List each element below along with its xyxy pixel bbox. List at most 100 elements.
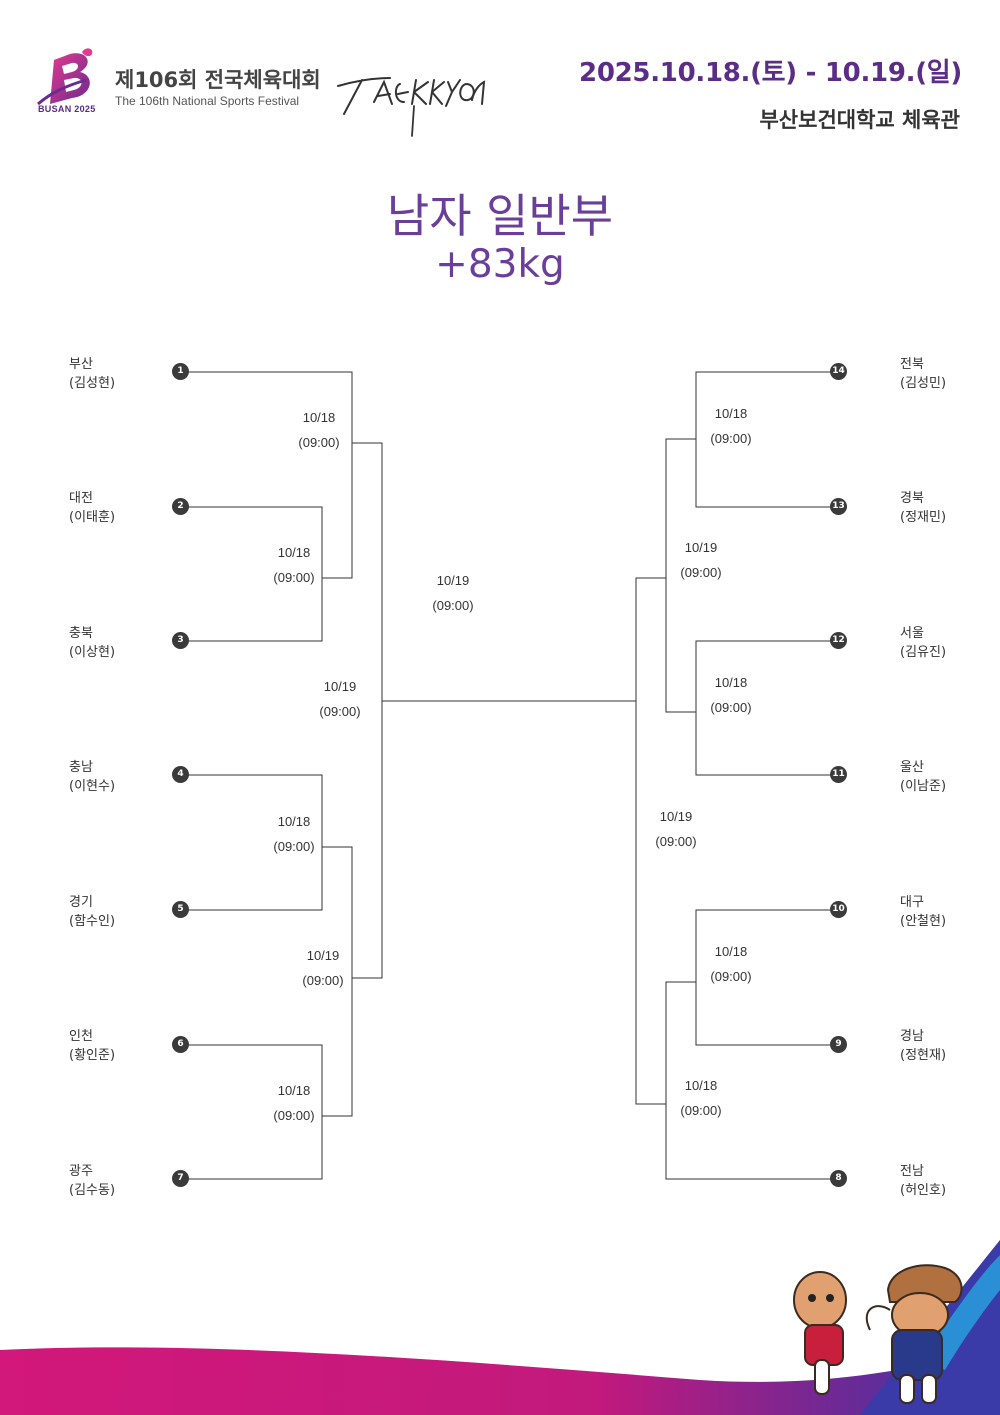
match-schedule-R5: 10/18 (09:00) [696, 939, 766, 989]
entry-seed-4: 충남 (이현수) [69, 758, 115, 796]
event-venue: 부산보건대학교 체육관 [759, 108, 960, 132]
entry-athlete: (정현재) [900, 1048, 947, 1063]
entry-seed-2: 대전 (이태훈) [69, 489, 115, 527]
match-time: (09:00) [273, 570, 315, 585]
weight-class: +83kg [435, 242, 565, 287]
entry-region: 전남 [900, 1164, 924, 1179]
match-date: 10/18 [277, 814, 311, 829]
seed-badge: 5 [172, 901, 189, 918]
entry-athlete: (이남준) [900, 779, 947, 794]
match-date: 10/18 [714, 406, 748, 421]
match-time: (09:00) [710, 969, 752, 984]
entry-athlete: (정재민) [900, 510, 947, 525]
entry-region: 충북 [69, 626, 93, 641]
entry-athlete: (함수인) [69, 914, 116, 929]
entry-athlete: (김성현) [69, 376, 116, 391]
entry-seed-8: 전남 (허인호) [900, 1162, 946, 1200]
entry-region: 대구 [900, 895, 924, 910]
match-date: 10/18 [714, 944, 748, 959]
bracket-line [665, 438, 696, 713]
entry-athlete: (이태훈) [69, 510, 116, 525]
bracket-line [665, 981, 838, 1180]
match-schedule-R4: 10/19 (09:00) [641, 804, 711, 854]
entry-region: 인천 [69, 1029, 93, 1044]
bracket-line [181, 774, 323, 911]
entry-athlete: (김유진) [900, 645, 947, 660]
division-title: 남자 일반부 [386, 189, 614, 243]
entry-region: 전북 [900, 357, 924, 372]
footer-wave-decoration [0, 1240, 1000, 1415]
seed-badge: 10 [830, 901, 847, 918]
match-schedule-L4: 10/18 (09:00) [259, 809, 329, 859]
festival-title-en: The 106th National Sports Festival [115, 94, 300, 108]
match-date: 10/18 [714, 675, 748, 690]
seed-badge: 13 [830, 498, 847, 515]
match-schedule-R1: 10/18 (09:00) [696, 401, 766, 451]
bracket-line [695, 909, 838, 1046]
entry-region: 서울 [900, 626, 924, 641]
entry-region: 대전 [69, 491, 93, 506]
logo-text: BUSAN 2025 [38, 104, 96, 114]
bracket-line [181, 371, 353, 579]
match-time: (09:00) [298, 435, 340, 450]
entry-region: 경기 [69, 895, 93, 910]
match-date: 10/19 [436, 573, 470, 588]
match-time: (09:00) [655, 834, 697, 849]
entry-region: 경남 [900, 1029, 924, 1044]
entry-seed-11: 울산 (이남준) [900, 758, 946, 796]
entry-region: 울산 [900, 760, 924, 775]
entry-region: 충남 [69, 760, 93, 775]
bracket-line [695, 640, 838, 776]
taekkyon-signature-logo [337, 77, 486, 137]
match-schedule-L6: 10/18 (09:00) [259, 1078, 329, 1128]
entry-athlete: (이상현) [69, 645, 116, 660]
match-schedule-R2: 10/19 (09:00) [666, 535, 736, 585]
match-time: (09:00) [273, 839, 315, 854]
seed-badge: 7 [172, 1170, 189, 1187]
bracket-line [635, 577, 666, 1105]
match-time: (09:00) [680, 565, 722, 580]
match-date: 10/19 [659, 809, 693, 824]
match-date: 10/19 [684, 540, 718, 555]
match-date: 10/19 [323, 679, 357, 694]
match-time: (09:00) [302, 973, 344, 988]
entry-seed-5: 경기 (함수인) [69, 893, 115, 931]
match-date: 10/19 [306, 948, 340, 963]
entry-athlete: (안철현) [900, 914, 947, 929]
entry-athlete: (허인호) [900, 1183, 947, 1198]
match-time: (09:00) [432, 598, 474, 613]
entry-athlete: (김성민) [900, 376, 947, 391]
seed-badge: 9 [830, 1036, 847, 1053]
entry-region: 광주 [69, 1164, 93, 1179]
match-schedule-R3: 10/18 (09:00) [696, 670, 766, 720]
seed-badge: 11 [830, 766, 847, 783]
match-schedule-L2: 10/18 (09:00) [259, 540, 329, 590]
seed-badge: 12 [830, 632, 847, 649]
match-schedule-R6: 10/18 (09:00) [666, 1073, 736, 1123]
entry-seed-14: 전북 (김성민) [900, 355, 946, 393]
match-schedule-L3: 10/19 (09:00) [305, 674, 375, 724]
entry-seed-13: 경북 (정재민) [900, 489, 946, 527]
festival-title-ko: 제106회 전국체육대회 [115, 68, 321, 92]
match-time: (09:00) [319, 704, 361, 719]
entry-seed-9: 경남 (정현재) [900, 1027, 946, 1065]
entry-seed-7: 광주 (김수동) [69, 1162, 115, 1200]
seed-badge: 6 [172, 1036, 189, 1053]
seed-badge: 1 [172, 363, 189, 380]
match-date: 10/18 [684, 1078, 718, 1093]
match-date: 10/18 [302, 410, 336, 425]
entry-athlete: (김수동) [69, 1183, 116, 1198]
entry-seed-6: 인천 (황인준) [69, 1027, 115, 1065]
bracket-line [181, 506, 323, 642]
match-schedule-L5: 10/19 (09:00) [288, 943, 358, 993]
match-date: 10/18 [277, 545, 311, 560]
seed-badge: 14 [830, 363, 847, 380]
bracket-line [352, 442, 383, 979]
match-date: 10/18 [277, 1083, 311, 1098]
match-time: (09:00) [680, 1103, 722, 1118]
bracket-line [322, 846, 353, 1117]
match-time: (09:00) [710, 700, 752, 715]
entry-seed-10: 대구 (안철현) [900, 893, 946, 931]
squirrel-mascots-icon [793, 1264, 963, 1404]
